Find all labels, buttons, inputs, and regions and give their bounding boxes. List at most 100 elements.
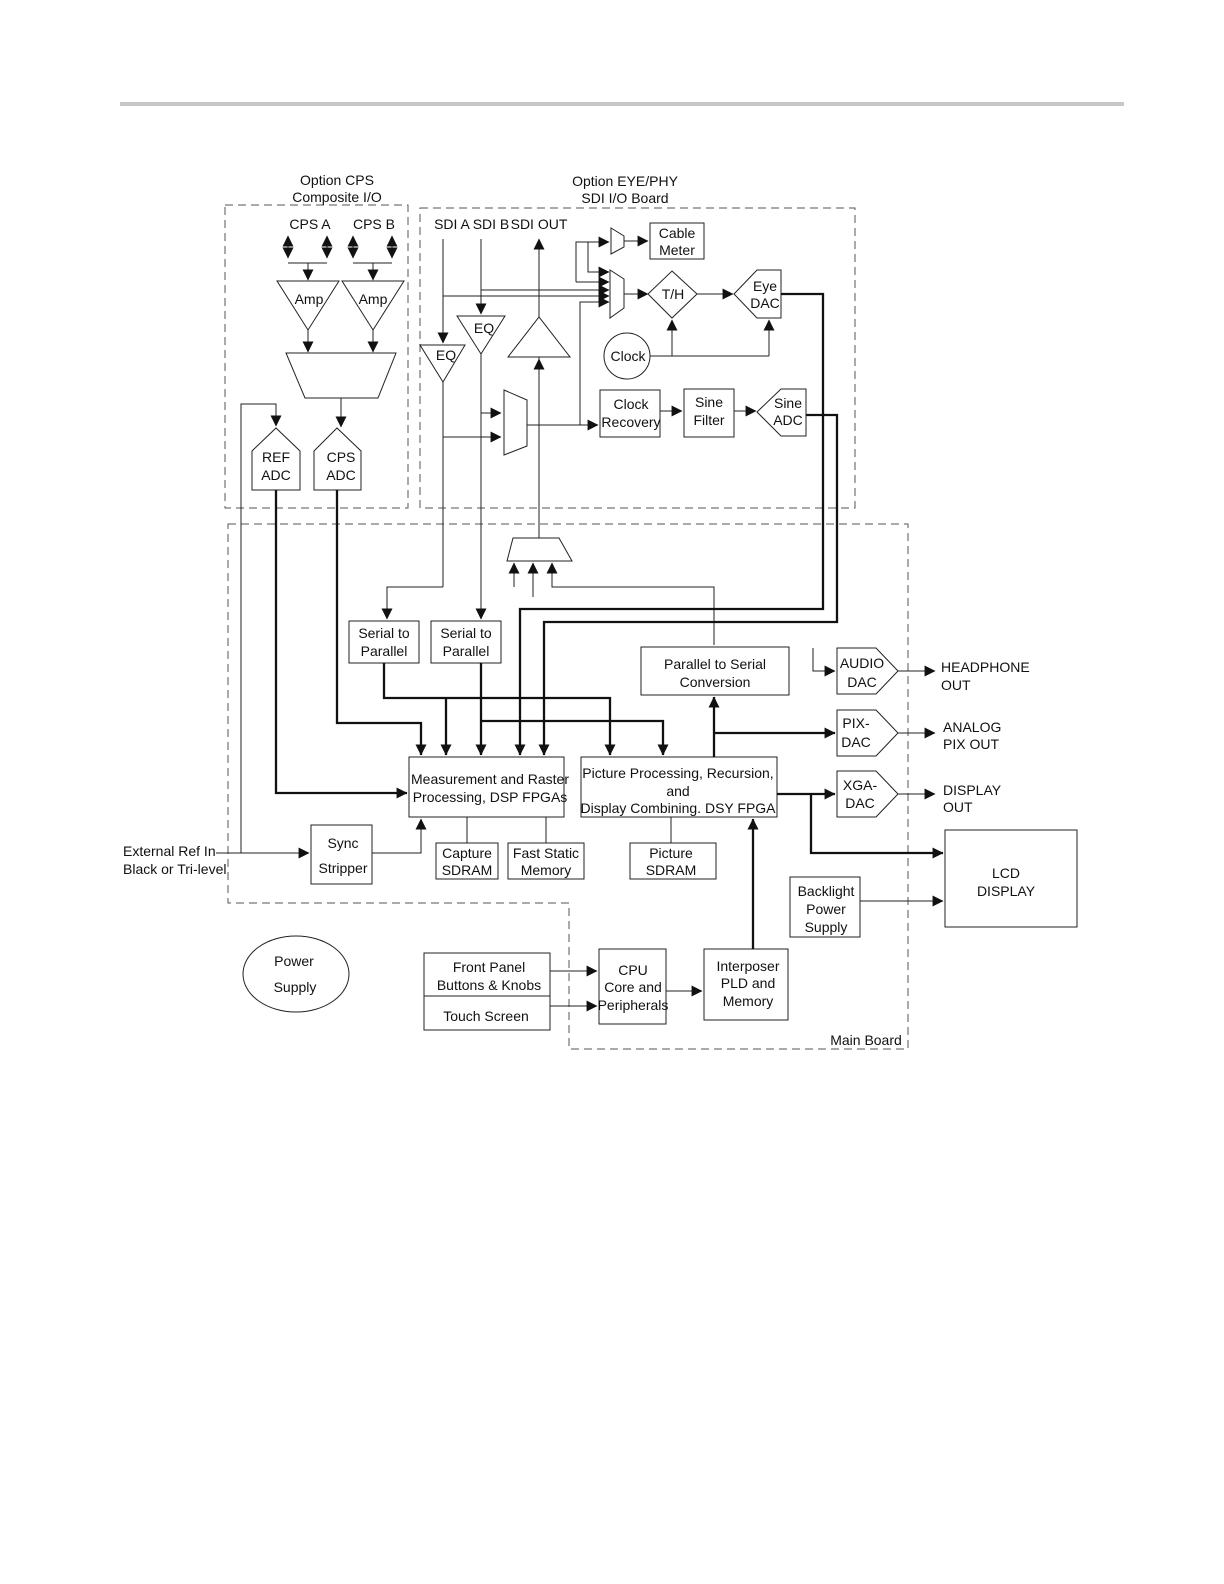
serial-to-parallel-b: Serial to Parallel — [430, 620, 502, 664]
svg-text:Sine: Sine — [774, 395, 802, 411]
analog-pix-out-1: ANALOG — [943, 719, 1001, 735]
eye-board-title-1: Option EYE/PHY — [572, 173, 678, 189]
svg-text:REF: REF — [262, 449, 290, 465]
svg-text:DAC: DAC — [845, 795, 875, 811]
svg-text:Filter: Filter — [693, 412, 724, 428]
svg-text:Front Panel: Front Panel — [453, 959, 525, 975]
sdi-out-label: SDI OUT — [511, 216, 568, 232]
analog-pix-out-2: PIX OUT — [943, 736, 999, 752]
audio-dac: AUDIO DAC — [836, 647, 899, 695]
svg-text:Parallel: Parallel — [443, 643, 490, 659]
svg-text:Recovery: Recovery — [601, 414, 660, 430]
eq-a: EQ — [419, 344, 466, 383]
lcd-display: LCD DISPLAY — [944, 829, 1078, 928]
cps-a-label: CPS A — [289, 216, 331, 232]
cps-board-title-1: Option CPS — [300, 172, 374, 188]
main-board-region — [227, 523, 909, 1050]
main-mux — [506, 537, 573, 562]
svg-text:XGA-: XGA- — [843, 777, 878, 793]
svg-text:ADC: ADC — [326, 467, 356, 483]
sdi-out-driver — [506, 316, 572, 358]
display-out-1: DISPLAY — [943, 782, 1002, 798]
amp-b: Amp — [341, 280, 405, 331]
svg-text:Parallel: Parallel — [361, 643, 408, 659]
xga-dac: XGA- DAC — [836, 770, 899, 818]
svg-text:Conversion: Conversion — [680, 674, 751, 690]
svg-text:and: and — [666, 783, 689, 799]
page-top-rule — [120, 102, 1124, 106]
svg-text:Parallel to Serial: Parallel to Serial — [664, 656, 766, 672]
svg-text:Memory: Memory — [723, 993, 774, 1009]
cable-meter-mux — [610, 227, 625, 255]
picture-sdram: Picture SDRAM — [629, 842, 717, 880]
sine-adc: Sine ADC — [756, 388, 807, 437]
cps-mux — [285, 352, 397, 399]
svg-text:Picture: Picture — [649, 845, 693, 861]
svg-text:SDRAM: SDRAM — [646, 862, 697, 878]
front-panel[interactable]: Front Panel Buttons & Knobs Touch Screen — [423, 952, 551, 1031]
svg-text:T/H: T/H — [662, 286, 685, 302]
svg-text:Power: Power — [274, 953, 314, 969]
backlight-power-supply: Backlight Power Supply — [789, 876, 861, 938]
clock-recovery: Clock Recovery — [599, 389, 661, 438]
svg-text:Sine: Sine — [695, 394, 723, 410]
clock-recovery-mux — [503, 389, 528, 456]
eye-mux — [609, 269, 625, 319]
svg-text:Measurement and Raster: Measurement and Raster — [411, 771, 569, 787]
bold-signal-paths — [274, 292, 944, 859]
svg-text:Supply: Supply — [805, 919, 848, 935]
external-ref-label-2: Black or Tri-level — [123, 861, 226, 877]
serial-to-parallel-a: Serial to Parallel — [348, 620, 420, 664]
svg-text:DISPLAY: DISPLAY — [977, 883, 1036, 899]
cpu-block: CPU Core and Peripherals — [598, 948, 669, 1025]
svg-text:Processing, DSP FPGAs: Processing, DSP FPGAs — [413, 789, 568, 805]
cps-a-connectors — [282, 235, 333, 281]
svg-text:Fast Static: Fast Static — [513, 845, 579, 861]
svg-text:PLD and: PLD and — [721, 975, 775, 991]
svg-text:Cable: Cable — [659, 225, 696, 241]
svg-text:Clock: Clock — [610, 348, 646, 364]
svg-text:LCD: LCD — [992, 865, 1020, 881]
interposer-block: Interposer PLD and Memory — [703, 948, 789, 1021]
svg-text:EQ: EQ — [474, 320, 494, 336]
svg-text:DAC: DAC — [750, 295, 780, 311]
cps-b-connectors — [347, 235, 398, 281]
clock-block: Clock — [603, 332, 651, 380]
svg-text:Buttons & Knobs: Buttons & Knobs — [437, 977, 541, 993]
cps-b-label: CPS B — [353, 216, 395, 232]
svg-text:Peripherals: Peripherals — [598, 997, 669, 1013]
svg-text:SDRAM: SDRAM — [442, 862, 493, 878]
fast-static-memory: Fast Static Memory — [507, 842, 585, 880]
power-supply: Power Supply — [242, 935, 350, 1013]
pix-dac: PIX- DAC — [836, 709, 899, 757]
svg-text:Picture Processing, Recursion,: Picture Processing, Recursion, — [582, 765, 773, 781]
svg-text:CPU: CPU — [618, 962, 648, 978]
svg-text:DAC: DAC — [841, 734, 871, 750]
eq-b: EQ — [456, 315, 506, 355]
amp-a: Amp — [276, 280, 340, 331]
svg-text:Amp: Amp — [295, 291, 324, 307]
svg-text:Amp: Amp — [359, 291, 388, 307]
parallel-to-serial: Parallel to Serial Conversion — [640, 646, 790, 696]
main-board-label: Main Board — [830, 1032, 902, 1048]
sdi-b-label: SDI B — [473, 216, 510, 232]
cps-board-region — [224, 204, 409, 509]
svg-text:AUDIO: AUDIO — [840, 655, 884, 671]
display-out-2: OUT — [943, 799, 973, 815]
cps-board-title-2: Composite I/O — [292, 189, 382, 205]
sync-stripper: Sync Stripper — [310, 824, 373, 885]
svg-text:Backlight: Backlight — [798, 883, 855, 899]
sine-filter: Sine Filter — [683, 388, 735, 438]
svg-text:Stripper: Stripper — [318, 860, 367, 876]
th-block: T/H — [647, 270, 698, 319]
svg-text:PIX-: PIX- — [842, 715, 870, 731]
svg-text:Display Combining. DSY FPGA: Display Combining. DSY FPGA — [580, 800, 776, 816]
headphone-out-1: HEADPHONE — [941, 659, 1030, 675]
svg-text:Capture: Capture — [442, 845, 492, 861]
touch-screen-label: Touch Screen — [443, 1008, 529, 1024]
measurement-raster-block: Measurement and Raster Processing, DSP F… — [408, 756, 569, 818]
headphone-out-2: OUT — [941, 677, 971, 693]
svg-text:ADC: ADC — [773, 412, 803, 428]
sdi-a-label: SDI A — [434, 216, 470, 232]
